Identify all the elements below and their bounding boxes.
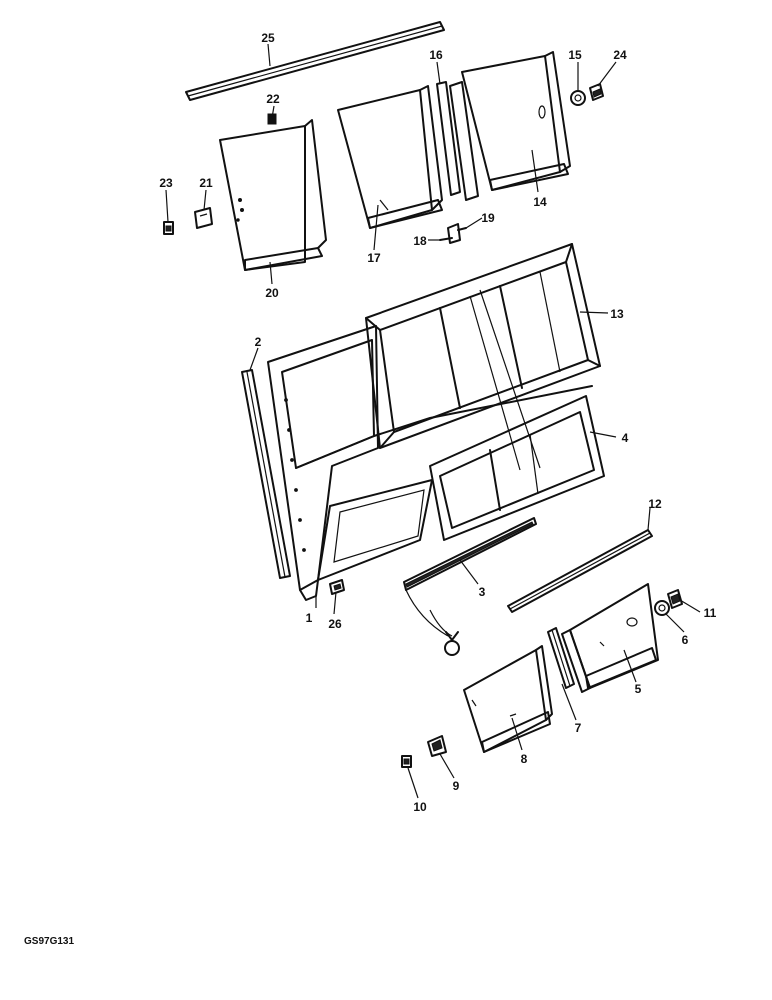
part-11-clip xyxy=(667,589,683,609)
part-18-19-hinge-pin xyxy=(439,223,467,244)
callout-20: 20 xyxy=(265,286,279,300)
callout-11: 11 xyxy=(704,606,717,620)
part-13-upper-window-frame xyxy=(365,243,601,449)
callout-3: 3 xyxy=(479,585,486,599)
callout-21: 21 xyxy=(199,176,213,190)
part-10-small-clip xyxy=(401,755,412,768)
callout-15: 15 xyxy=(568,48,582,62)
callout-25: 25 xyxy=(261,31,275,45)
callout-4: 4 xyxy=(622,431,629,445)
callout-9: 9 xyxy=(453,779,460,793)
drawing-code: GS97G131 xyxy=(24,936,74,947)
callout-2: 2 xyxy=(255,335,262,349)
part-21-bracket xyxy=(194,207,213,229)
callout-17: 17 xyxy=(367,251,381,265)
part-26-knob xyxy=(329,579,345,595)
part-5-lower-right-panel xyxy=(561,583,659,693)
callout-6: 6 xyxy=(682,633,689,647)
part-1-main-frame xyxy=(267,289,593,601)
callout-16: 16 xyxy=(429,48,443,62)
callout-12: 12 xyxy=(648,497,662,511)
part-3-lower-seal-strip xyxy=(403,517,537,656)
callout-10: 10 xyxy=(413,800,427,814)
callout-7: 7 xyxy=(575,721,582,735)
callout-14: 14 xyxy=(533,195,547,209)
callout-1: 1 xyxy=(306,611,313,625)
part-9-hinge-bracket xyxy=(427,735,447,757)
callout-26: 26 xyxy=(328,617,342,631)
callout-5: 5 xyxy=(635,682,642,696)
part-16-vertical-strip xyxy=(436,81,461,196)
part-25-top-seal-strip xyxy=(185,21,445,101)
callout-8: 8 xyxy=(521,752,528,766)
part-4-lower-window-frame xyxy=(429,395,605,541)
callout-22: 22 xyxy=(266,92,280,106)
callout-13: 13 xyxy=(610,307,624,321)
part-12-lower-right-seal-strip xyxy=(507,529,653,613)
part-24-clip xyxy=(589,83,604,101)
callout-24: 24 xyxy=(613,48,627,62)
part-20-upper-left-panel xyxy=(219,113,327,271)
part-23-small-clip xyxy=(163,221,174,235)
part-7-lower-vertical-strip xyxy=(547,627,575,689)
part-2-vertical-seal xyxy=(241,369,291,579)
callout-23: 23 xyxy=(159,176,173,190)
callout-labels: 1 2 3 4 5 6 7 8 9 10 11 12 13 14 15 16 1… xyxy=(159,31,716,814)
part-6-round-cap xyxy=(654,600,670,616)
callout-19: 19 xyxy=(481,211,495,225)
callout-18: 18 xyxy=(413,234,427,248)
leader-lines xyxy=(165,43,701,799)
part-14-upper-right-panel xyxy=(449,51,571,201)
part-8-lower-left-panel xyxy=(463,645,553,753)
part-17-upper-middle-panel xyxy=(337,85,443,229)
part-15-round-cap xyxy=(570,90,586,106)
